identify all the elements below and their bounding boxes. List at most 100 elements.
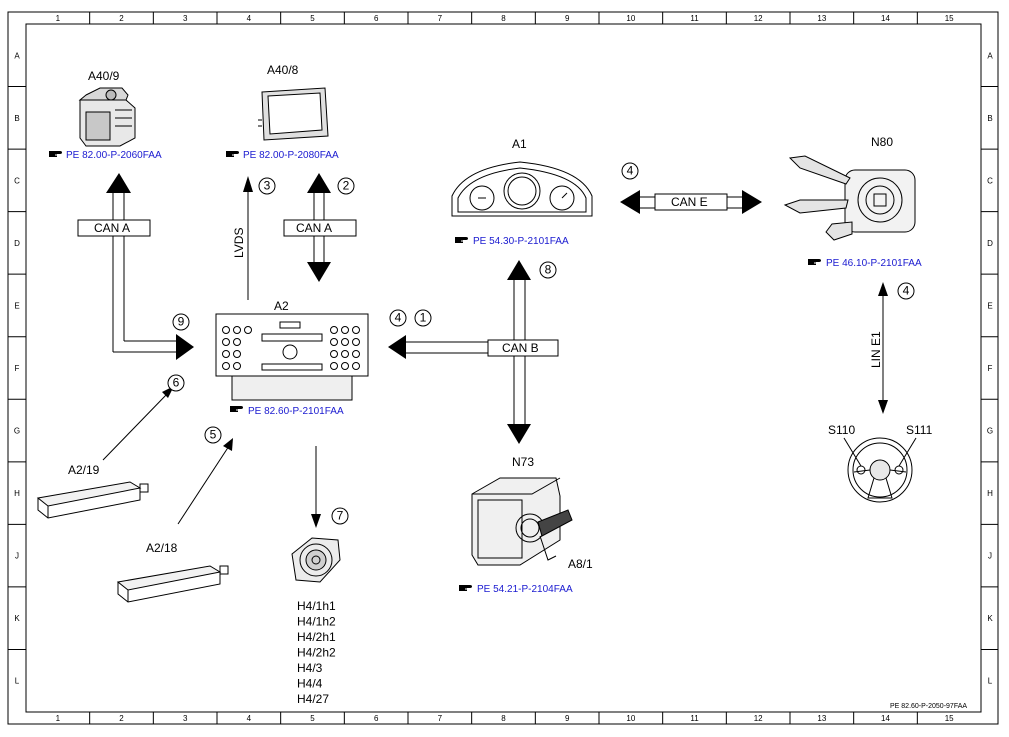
row-label-right: C <box>987 176 993 185</box>
column-label-top: 12 <box>754 14 763 23</box>
callout-number: 8 <box>545 263 552 277</box>
h4-speaker-icon <box>291 537 341 583</box>
a40-8-reference-link[interactable]: PE 82.00-P-2080FAA <box>243 150 339 161</box>
a1-label: A1 <box>512 137 527 151</box>
column-label-top: 13 <box>817 14 826 23</box>
column-label-bottom: 2 <box>119 714 124 723</box>
row-label-left: C <box>14 176 20 185</box>
callout-number: 1 <box>420 311 427 325</box>
n80-steering-column-module-icon <box>783 155 916 241</box>
callout-number: 5 <box>210 428 217 442</box>
column-label-top: 6 <box>374 14 379 23</box>
row-label-left: E <box>14 301 19 310</box>
pointing-hand-icon <box>230 406 243 412</box>
callout-number: 2 <box>343 179 350 193</box>
callout-number: 4 <box>627 164 634 178</box>
pointing-hand-icon <box>459 585 472 591</box>
callout-circle <box>539 261 557 279</box>
a2-reference-link[interactable]: PE 82.60-P-2101FAA <box>248 406 344 417</box>
can-a-right-box <box>283 219 357 237</box>
n80-label: N80 <box>871 135 893 149</box>
n73-ignition-switch-icon <box>471 477 573 566</box>
column-label-top: 4 <box>247 14 252 23</box>
can-e-box <box>654 193 728 211</box>
a40-9-module-icon <box>78 87 136 147</box>
speaker-label: H4/4 <box>297 677 323 691</box>
a2-18-label: A2/18 <box>146 541 178 555</box>
row-label-left: J <box>15 552 19 561</box>
a40-9-reference-link[interactable]: PE 82.00-P-2060FAA <box>66 150 162 161</box>
a2-19-antenna-module-icon <box>36 481 149 519</box>
callout-circle <box>258 177 276 195</box>
callout-number: 6 <box>173 376 180 390</box>
speaker-label: H4/1h2 <box>297 615 336 629</box>
callout-circle <box>897 282 915 300</box>
row-label-right: L <box>988 677 993 686</box>
column-label-bottom: 15 <box>945 714 954 723</box>
pointing-hand-icon <box>49 151 62 157</box>
row-label-right: J <box>988 552 992 561</box>
callout-circle <box>337 177 355 195</box>
can-b-label: CAN B <box>502 341 539 355</box>
row-label-right: G <box>987 427 993 436</box>
callout-circle <box>331 507 349 525</box>
row-label-right: B <box>987 114 992 123</box>
n73-label: N73 <box>512 455 534 469</box>
row-label-left: F <box>15 364 20 373</box>
column-label-bottom: 11 <box>690 714 699 723</box>
can-a-right-label: CAN A <box>296 221 332 235</box>
speaker-label: H4/1h1 <box>297 599 336 613</box>
can-b-box <box>487 339 559 357</box>
callout-number: 7 <box>337 509 344 523</box>
column-label-bottom: 10 <box>626 714 635 723</box>
column-label-top: 5 <box>310 14 315 23</box>
column-label-bottom: 5 <box>310 714 315 723</box>
pointing-hand-icon <box>808 259 821 265</box>
column-label-bottom: 6 <box>374 714 379 723</box>
speaker-label: H4/2h2 <box>297 646 336 660</box>
a40-9-label: A40/9 <box>88 69 120 83</box>
column-label-bottom: 9 <box>565 714 570 723</box>
column-label-top: 1 <box>56 14 61 23</box>
can-a-left-box <box>77 219 151 237</box>
a8-1-label: A8/1 <box>568 557 593 571</box>
s111-label: S111 <box>906 423 933 437</box>
row-label-left: L <box>15 677 20 686</box>
can-e-label: CAN E <box>671 195 708 209</box>
column-label-top: 15 <box>945 14 954 23</box>
callout-circle <box>204 426 222 444</box>
column-label-top: 9 <box>565 14 570 23</box>
speaker-label: H4/2h1 <box>297 630 336 644</box>
column-label-bottom: 3 <box>183 714 188 723</box>
callout-number: 4 <box>903 284 910 298</box>
n73-reference-link[interactable]: PE 54.21-P-2104FAA <box>477 584 573 595</box>
a1-reference-link[interactable]: PE 54.30-P-2101FAA <box>473 236 569 247</box>
speaker-label: H4/27 <box>297 692 329 706</box>
row-label-left: A <box>14 51 20 60</box>
column-label-top: 11 <box>690 14 699 23</box>
row-label-left: G <box>14 427 20 436</box>
s110-label: S110 <box>828 423 855 437</box>
a2-head-unit-icon <box>215 313 369 401</box>
callout-number: 9 <box>178 315 185 329</box>
a2-18-antenna-module-icon <box>116 565 229 603</box>
column-label-top: 10 <box>626 14 635 23</box>
n80-reference-link[interactable]: PE 46.10-P-2101FAA <box>826 258 922 269</box>
lvds-label: LVDS <box>232 228 246 258</box>
row-label-left: H <box>14 489 20 498</box>
column-label-bottom: 1 <box>56 714 61 723</box>
speaker-label: H4/3 <box>297 661 323 675</box>
column-label-top: 2 <box>119 14 124 23</box>
callout-circle <box>172 313 190 331</box>
row-label-right: H <box>987 489 993 498</box>
pointing-hand-icon <box>226 151 239 157</box>
callout-circle <box>414 309 432 327</box>
column-label-bottom: 14 <box>881 714 890 723</box>
row-label-left: K <box>14 614 20 623</box>
row-label-right: K <box>987 614 993 623</box>
row-label-right: E <box>987 301 992 310</box>
a40-8-display-icon <box>258 87 329 141</box>
